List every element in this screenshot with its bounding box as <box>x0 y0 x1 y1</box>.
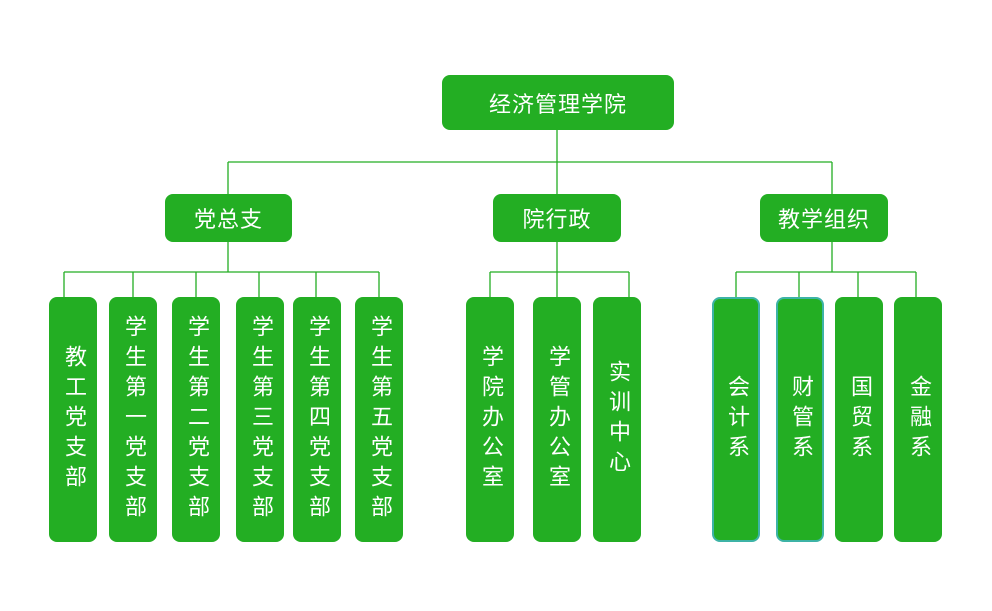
node-teaching-4: 金融系 <box>894 297 942 542</box>
branch-administration: 院行政 <box>493 194 621 242</box>
node-party-branch-1: 教工党支部 <box>49 297 97 542</box>
node-party-branch-4: 学生第三党支部 <box>236 297 284 542</box>
root-node: 经济管理学院 <box>442 75 674 130</box>
node-admin-3: 实训中心 <box>593 297 641 542</box>
node-teaching-2: 财管系 <box>776 297 824 542</box>
node-party-branch-3: 学生第二党支部 <box>172 297 220 542</box>
node-teaching-1: 会计系 <box>712 297 760 542</box>
node-admin-1: 学院办公室 <box>466 297 514 542</box>
branch-teaching: 教学组织 <box>760 194 888 242</box>
node-party-branch-2: 学生第一党支部 <box>109 297 157 542</box>
node-party-branch-6: 学生第五党支部 <box>355 297 403 542</box>
node-admin-2: 学管办公室 <box>533 297 581 542</box>
node-teaching-3: 国贸系 <box>835 297 883 542</box>
branch-party-committee: 党总支 <box>165 194 292 242</box>
node-party-branch-5: 学生第四党支部 <box>293 297 341 542</box>
